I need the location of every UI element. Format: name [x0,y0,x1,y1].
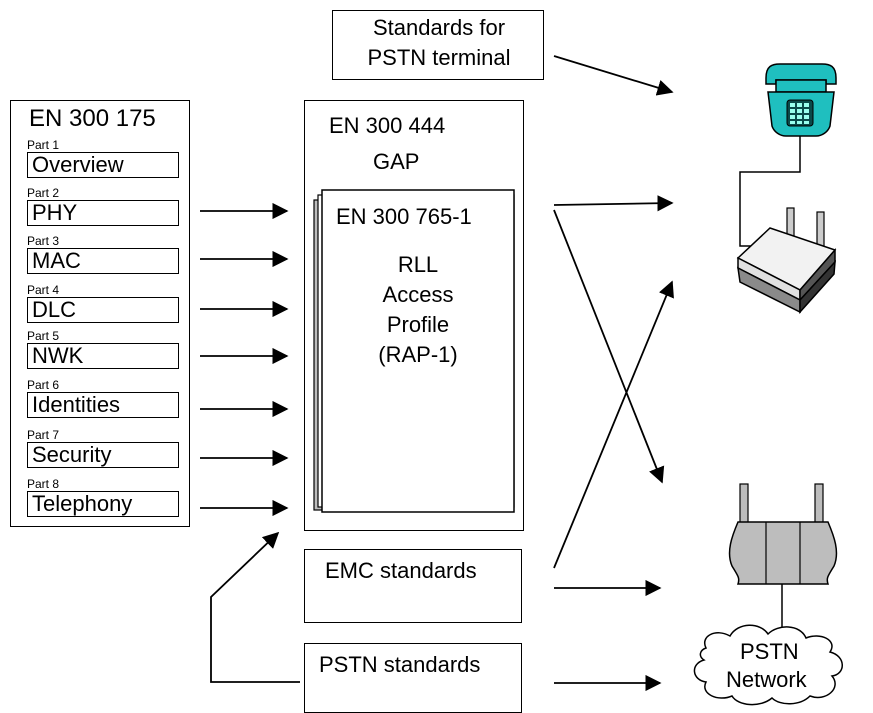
en300765-line-rll: RLL [397,252,439,277]
pstn-network-line2: Network [726,667,807,692]
part-1-label: Part 1 [27,138,60,152]
pstn-network-cloud [693,624,843,706]
en300765-line-access: Access [382,282,454,307]
en300444-box: EN 300 444 GAP [304,100,524,531]
part-8-label: Part 8 [27,477,60,491]
base-station-icon [728,483,838,645]
pstn-standards-box: PSTN standards [304,643,522,713]
part-5-label: Part 5 [27,329,60,343]
handset-cord [739,136,801,247]
part-4-label: Part 4 [27,283,60,297]
part-7-label: Part 7 [27,428,60,442]
fixed-part-radio-icon [736,207,837,314]
arrow-rap-to-base-station [553,209,665,484]
emc-standards-box: EMC standards [304,549,522,623]
handset-icon [765,63,837,137]
pstn-network-line1: PSTN [740,639,799,664]
flow-arrows [210,55,674,692]
en300765-line-rap1: (RAP-1) [378,342,458,367]
part-2-box: PHY [27,200,179,226]
arrow-rap-to-fixed-part [553,195,674,212]
part-3-label: Part 3 [27,234,60,248]
part-7-box: Security [27,442,179,468]
en300765-title: EN 300 765-1 [336,204,472,229]
part-2-label: Part 2 [27,186,60,200]
arrow-terminal-to-handset [553,55,674,96]
standards-pstn-terminal-box: Standards for PSTN terminal [332,10,544,80]
pstn-standards-label: PSTN standards [319,652,481,677]
en300444-subtitle: GAP [373,149,420,174]
part-8-box: Telephony [27,491,179,517]
part-3-box: MAC [27,248,179,274]
part-6-label: Part 6 [27,378,60,392]
part-6-box: Identities [27,392,179,418]
arrow-emc-to-fixed-part [553,280,674,569]
en300765-line-profile: Profile [386,312,450,337]
part-arrows [200,202,289,517]
doc-stack-front [321,189,515,513]
part-4-box: DLC [27,297,179,323]
en300444-title: EN 300 444 [329,113,446,138]
en300175-title: EN 300 175 [29,105,156,132]
arrow-pstn-to-gap [210,531,300,683]
part-1-box: Overview [27,152,179,178]
standards-pstn-terminal-line1: Standards for [372,15,506,40]
emc-standards-label: EMC standards [325,558,477,583]
standards-pstn-terminal-line2: PSTN terminal [367,45,511,70]
part-5-box: NWK [27,343,179,369]
